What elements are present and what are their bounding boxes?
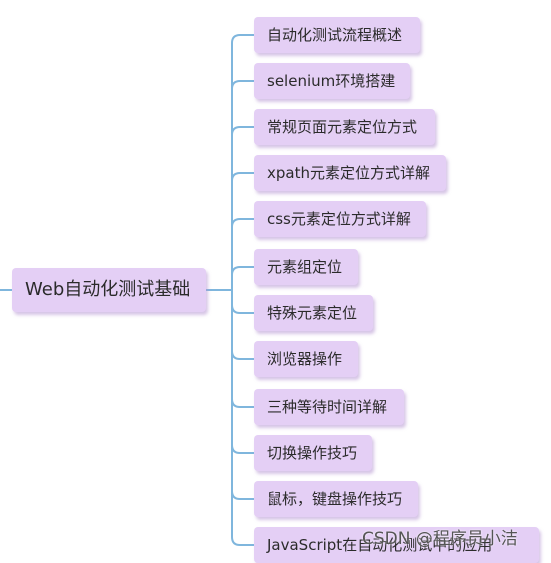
branch-line-4 [231,218,254,228]
branch-line-5 [231,266,254,276]
child-node-mouse-keyboard[interactable]: 鼠标，键盘操作技巧 [254,481,418,517]
branch-line-9 [231,444,254,454]
child-node-switch-operations[interactable]: 切换操作技巧 [254,435,372,471]
child-node-label: 自动化测试流程概述 [267,26,403,44]
child-node-label: xpath元素定位方式详解 [267,164,430,182]
child-node-browser-operations[interactable]: 浏览器操作 [254,341,358,377]
branch-line-10 [231,490,254,500]
branch-line-6 [231,304,254,314]
child-node-label: 常规页面元素定位方式 [267,118,418,136]
child-node-common-locators[interactable]: 常规页面元素定位方式 [254,109,435,145]
child-node-label: 元素组定位 [267,258,343,276]
child-node-label: 特殊元素定位 [267,304,358,322]
branch-line-3 [231,172,254,182]
child-node-wait-times[interactable]: 三种等待时间详解 [254,389,404,425]
child-node-label: 浏览器操作 [267,350,343,368]
branch-line-7 [231,350,254,360]
branch-line-0 [231,34,254,44]
branch-line-8 [231,398,254,408]
root-node[interactable]: Web自动化测试基础 [12,268,206,312]
child-node-process-overview[interactable]: 自动化测试流程概述 [254,17,420,53]
root-node-label: Web自动化测试基础 [25,279,191,300]
branch-line-1 [231,80,254,90]
watermark: CSDN @程序员小洁 [362,529,518,549]
child-node-selenium-setup[interactable]: selenium环境搭建 [254,63,410,99]
branch-line-2 [231,126,254,136]
child-node-label: selenium环境搭建 [267,72,396,90]
branch-line-11 [231,536,254,546]
child-node-css-locators[interactable]: css元素定位方式详解 [254,201,426,237]
child-node-label: css元素定位方式详解 [267,210,411,228]
child-node-label: JavaScript在自动化测试中的应用 [267,536,493,554]
child-node-xpath-locators[interactable]: xpath元素定位方式详解 [254,155,446,191]
child-node-element-groups[interactable]: 元素组定位 [254,249,358,285]
child-node-label: 鼠标，键盘操作技巧 [267,490,403,508]
child-node-label: 切换操作技巧 [267,444,358,462]
child-node-label: 三种等待时间详解 [267,398,388,416]
child-node-special-elements[interactable]: 特殊元素定位 [254,295,373,331]
